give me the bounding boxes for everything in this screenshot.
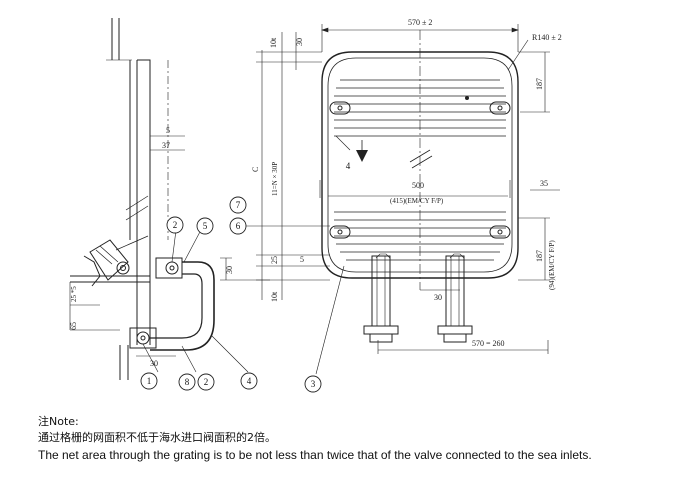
dim-top-width: 570 ± 2 bbox=[408, 18, 432, 27]
dim-bottom-30: 30 bbox=[150, 359, 158, 368]
dim-side-65: 65 bbox=[69, 322, 78, 330]
callout-6-circle bbox=[229, 217, 247, 235]
callouts bbox=[140, 196, 322, 393]
dimension-text: 570 ± 2 R140 ± 2 10t 30 187 C 11=N × 30P… bbox=[69, 18, 562, 368]
callout-8: 8 bbox=[185, 377, 190, 387]
dim-c: C bbox=[251, 167, 260, 172]
technical-drawing: 570 ± 2 R140 ± 2 10t 30 187 C 11=N × 30P… bbox=[69, 18, 562, 393]
dim-side-30: 30 bbox=[225, 266, 234, 274]
dim-inner-width-alt: (415)(EM/CY F/P) bbox=[390, 197, 444, 205]
callout-3: 3 bbox=[311, 379, 316, 389]
dim-gap-5: 5 bbox=[300, 255, 304, 264]
dimension-lines bbox=[142, 24, 560, 375]
dim-inner-width: 500 bbox=[412, 181, 424, 190]
dim-187-top: 187 bbox=[535, 78, 544, 90]
callout-3-circle bbox=[304, 375, 322, 393]
dim-top-10t: 10t bbox=[269, 37, 278, 48]
arrow-indicator bbox=[356, 150, 368, 162]
callout-2-bottom-circle bbox=[197, 373, 215, 391]
dim-corner-radius: R140 ± 2 bbox=[532, 33, 562, 42]
note-chinese: 通过格栅的网面积不低于海水进口阀面积的2倍。 bbox=[38, 431, 276, 444]
callout-1-circle bbox=[140, 372, 158, 390]
callout-7: 7 bbox=[236, 200, 241, 210]
dim-25: 25 bbox=[270, 256, 279, 264]
callout-8-circle bbox=[178, 373, 196, 391]
dim-bolt-spacing: 570 = 260 bbox=[472, 339, 505, 348]
note-english: The net area through the grating is to b… bbox=[38, 448, 592, 462]
callout-4-bottom-circle bbox=[240, 372, 258, 390]
callout-2-top: 2 bbox=[173, 220, 178, 230]
dim-gap-30-bolt: 30 bbox=[434, 293, 442, 302]
callout-4-top: 4 bbox=[346, 161, 351, 171]
dim-187-bottom: 187 bbox=[535, 250, 544, 262]
note-title: 注Note: bbox=[38, 415, 79, 428]
callout-4-bottom: 4 bbox=[247, 376, 252, 386]
dim-side-37: 37 bbox=[162, 141, 170, 150]
dim-187-bottom-alt: (94)(EM/CY F/P) bbox=[548, 240, 556, 290]
dim-bottom-10t: 10t bbox=[270, 291, 279, 302]
dim-top-30: 30 bbox=[295, 38, 304, 46]
callout-1: 1 bbox=[147, 376, 152, 386]
dim-side-25: 25 *5 bbox=[70, 286, 78, 302]
dim-right-35: 35 bbox=[540, 179, 548, 188]
dim-side-5: 5 bbox=[166, 126, 170, 135]
dim-pitch-formula: 11=N × 30P bbox=[271, 162, 279, 196]
callout-6: 6 bbox=[236, 221, 241, 231]
callout-labels: 1 2 2 3 4 4 5 6 7 8 bbox=[147, 161, 351, 389]
callout-7-circle bbox=[229, 196, 247, 214]
callout-2-bottom: 2 bbox=[204, 377, 209, 387]
grating-front-view bbox=[321, 30, 519, 343]
callout-2-top-circle bbox=[166, 216, 184, 234]
side-section-view bbox=[69, 18, 270, 380]
callout-5-circle bbox=[196, 217, 214, 235]
callout-5: 5 bbox=[203, 221, 208, 231]
